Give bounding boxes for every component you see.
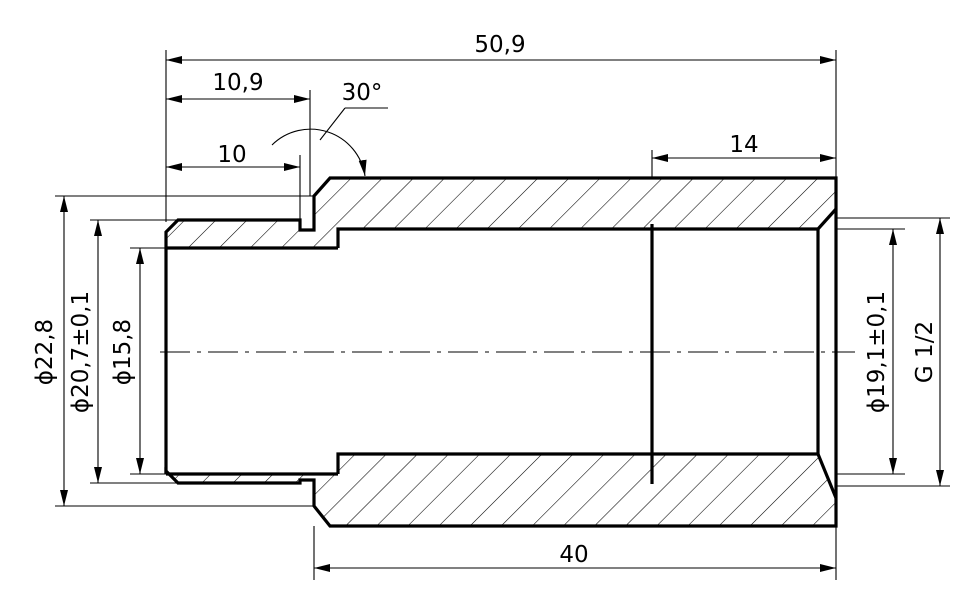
dim-overall-length: 50,9 (474, 32, 525, 58)
dim-inner-diameter: ϕ15,8 (110, 319, 136, 385)
dim-thread-diameter: ϕ20,7±0,1 (68, 291, 94, 413)
dim-thread-spec: G 1/2 (912, 321, 938, 383)
dim-outer-diameter: ϕ22,8 (32, 319, 58, 385)
dim-chamfer-angle: 30° (342, 80, 383, 106)
dim-body-length: 40 (559, 542, 588, 568)
section-hatching (166, 178, 836, 526)
main-bore-bottom (336, 452, 838, 499)
dim-bore-length: 14 (729, 132, 758, 158)
dimension-lines (60, 56, 944, 572)
dim-thread-length: 10,9 (212, 70, 263, 96)
part-outline (164, 176, 838, 528)
angle-arc (271, 128, 367, 177)
dim-groove-length: 10 (217, 142, 246, 168)
outer-contour-top (164, 176, 838, 528)
dim-bore-diameter: ϕ19,1±0,1 (864, 291, 890, 413)
main-bore (336, 207, 838, 248)
hatch-bottom-wall (166, 454, 836, 526)
dimension-texts: 50,9 10,9 10 30° 14 40 ϕ22,8 ϕ20,7±0,1 ϕ… (32, 32, 938, 568)
hatch-top-wall (166, 178, 836, 248)
